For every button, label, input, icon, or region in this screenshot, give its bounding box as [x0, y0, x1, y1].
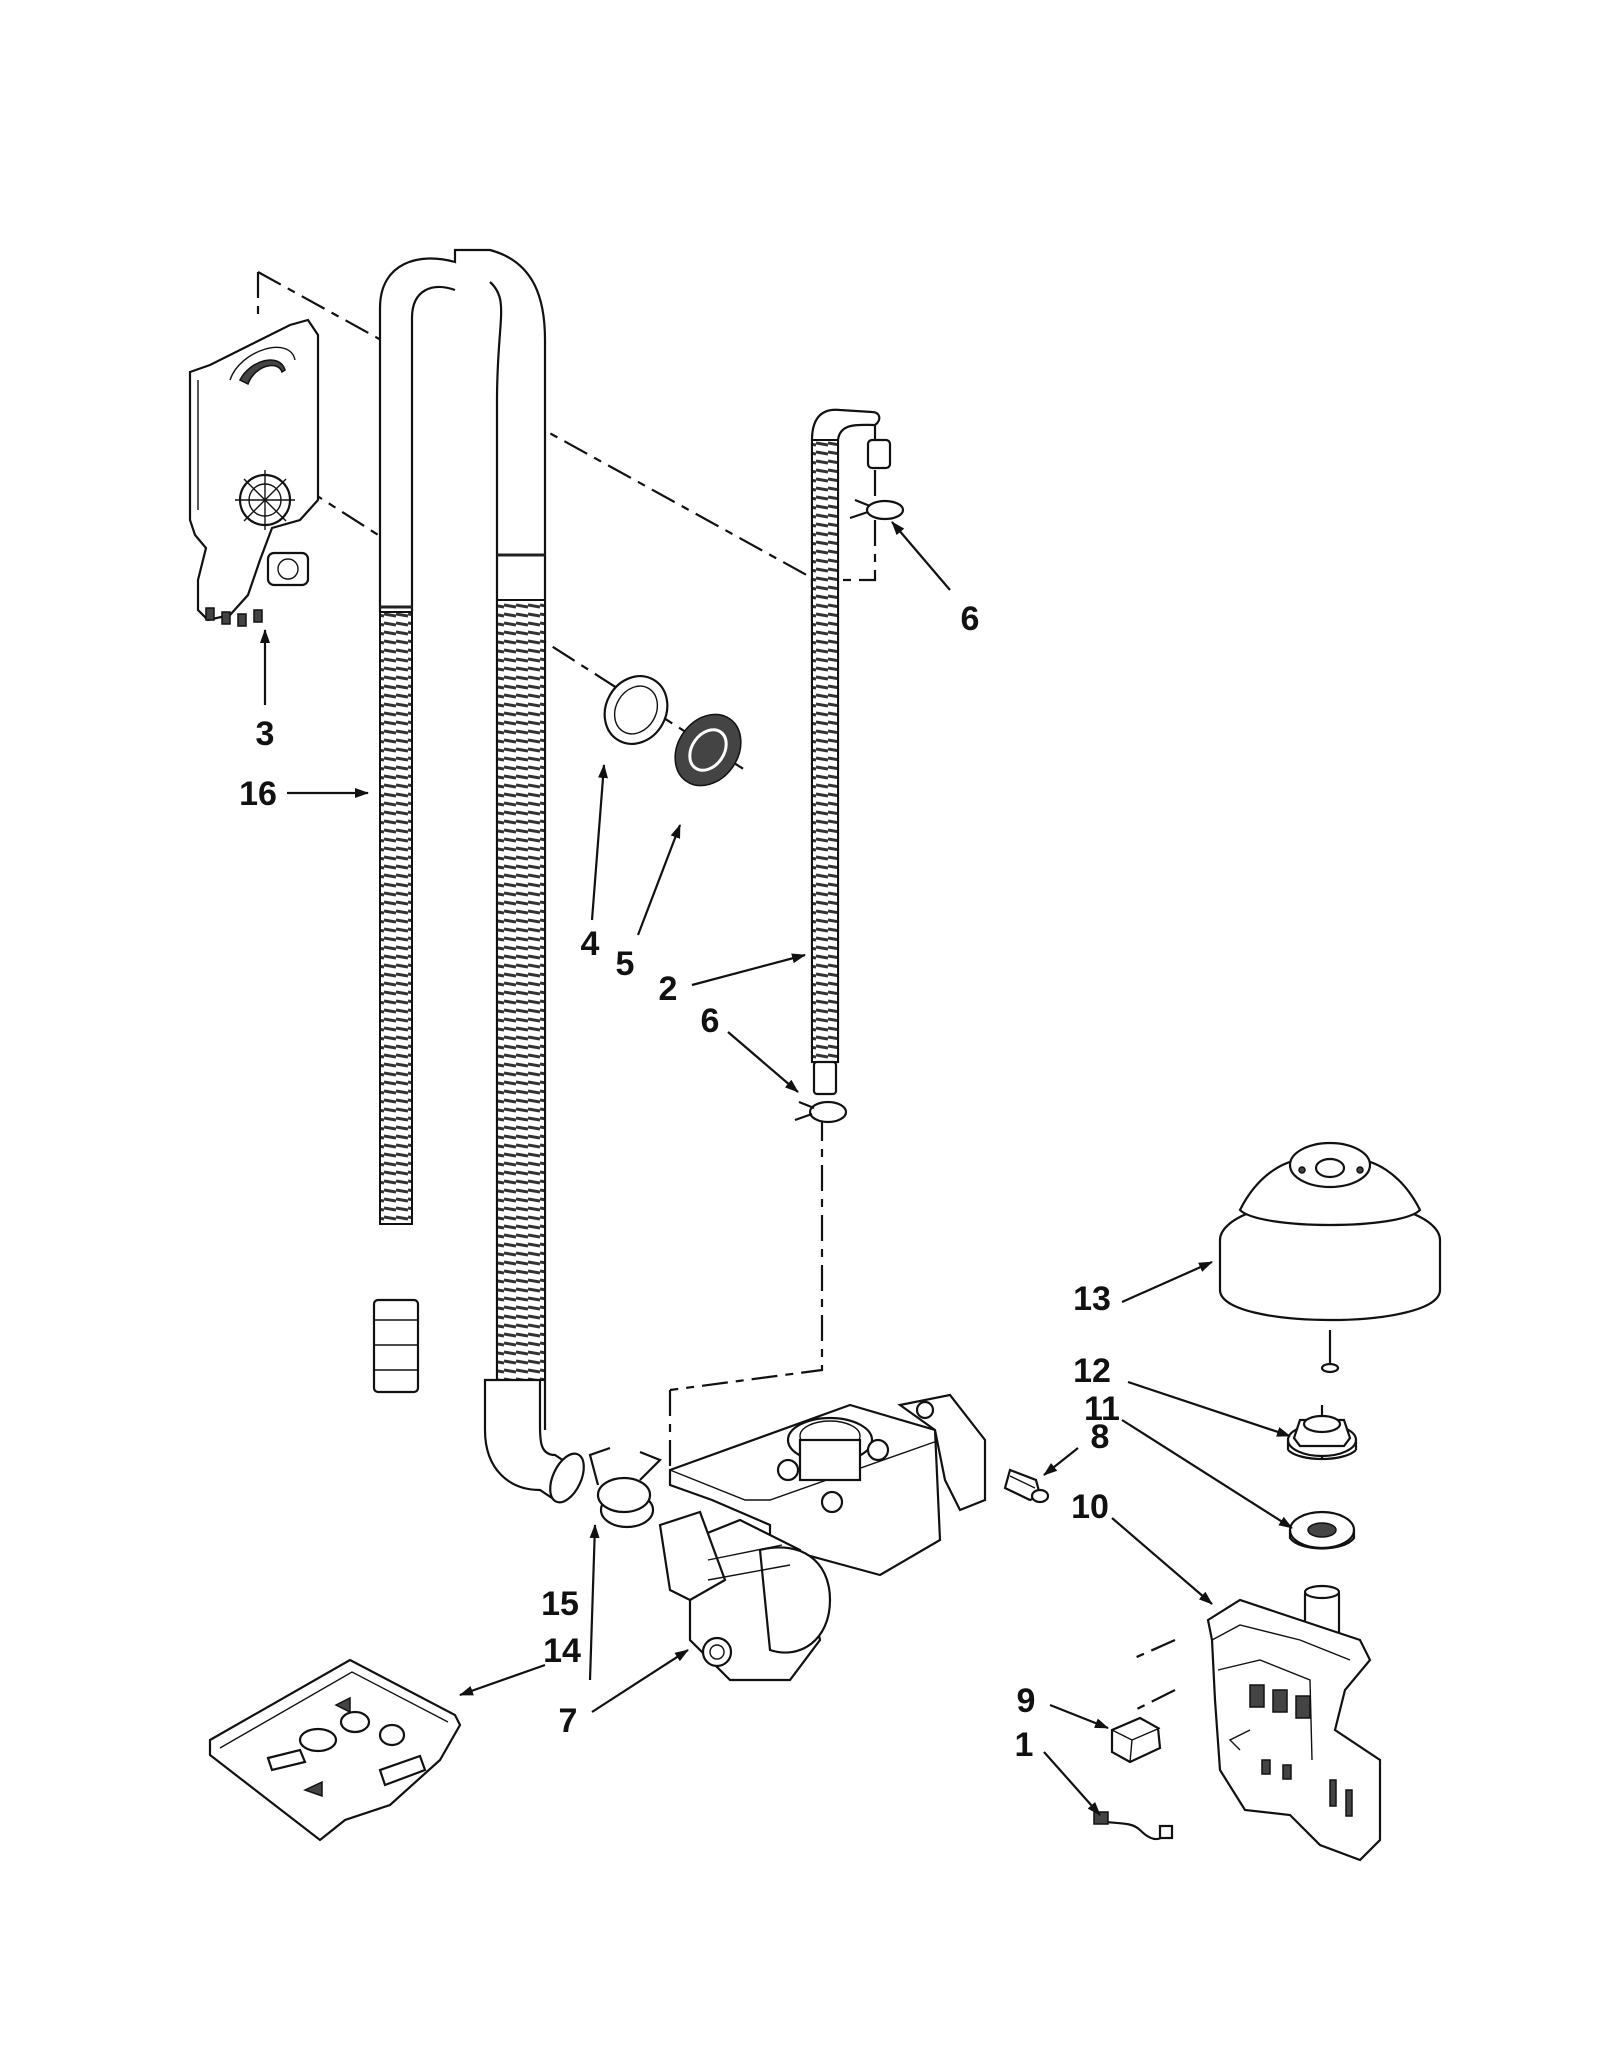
- divider-housing-part: [188, 318, 320, 627]
- large-clamp-part: [588, 1446, 662, 1529]
- float-part: [1218, 1141, 1442, 1374]
- drain-hose-part: [372, 248, 585, 1504]
- washer-part: [1288, 1510, 1356, 1550]
- wire-harness-part: [1093, 1811, 1174, 1841]
- gasket-part: [603, 675, 669, 745]
- leader-arrows: [260, 521, 1293, 1816]
- callout-6-bottom: 6: [701, 1002, 720, 1040]
- pump-assembly-part: [658, 1393, 987, 1682]
- screw-part: [1003, 1468, 1050, 1504]
- callout-3: 3: [256, 715, 275, 753]
- callout-16: 16: [239, 775, 277, 813]
- callout-2: 2: [659, 970, 678, 1008]
- clamp-part: [794, 1100, 848, 1124]
- callout-7: 7: [559, 1702, 578, 1740]
- callout-6-top: 6: [961, 600, 980, 638]
- check-valve-part: [674, 713, 742, 787]
- clamp-part: [849, 498, 905, 521]
- callout-4: 4: [581, 925, 600, 963]
- callout-labels: 1 2 3 4 5 6 6 7 8 9 10 11 12 13 14 15 16: [239, 600, 1120, 1764]
- microswitch-part: [1110, 1716, 1162, 1764]
- callout-11: 11: [1084, 1390, 1120, 1428]
- nut-part: [1286, 1414, 1358, 1460]
- hardware-bag-part: [208, 1658, 462, 1842]
- callout-12: 12: [1073, 1352, 1111, 1390]
- callout-10: 10: [1071, 1488, 1109, 1526]
- switch-bracket-part: [1206, 1584, 1382, 1862]
- callout-14: 14: [543, 1632, 581, 1670]
- callout-9: 9: [1017, 1682, 1036, 1720]
- callout-1: 1: [1015, 1726, 1034, 1764]
- inlet-hose-part: [810, 408, 892, 1096]
- callout-8: 8: [1091, 1418, 1110, 1456]
- callout-13: 13: [1073, 1280, 1111, 1318]
- callout-15: 15: [541, 1585, 579, 1623]
- callout-5: 5: [616, 945, 635, 983]
